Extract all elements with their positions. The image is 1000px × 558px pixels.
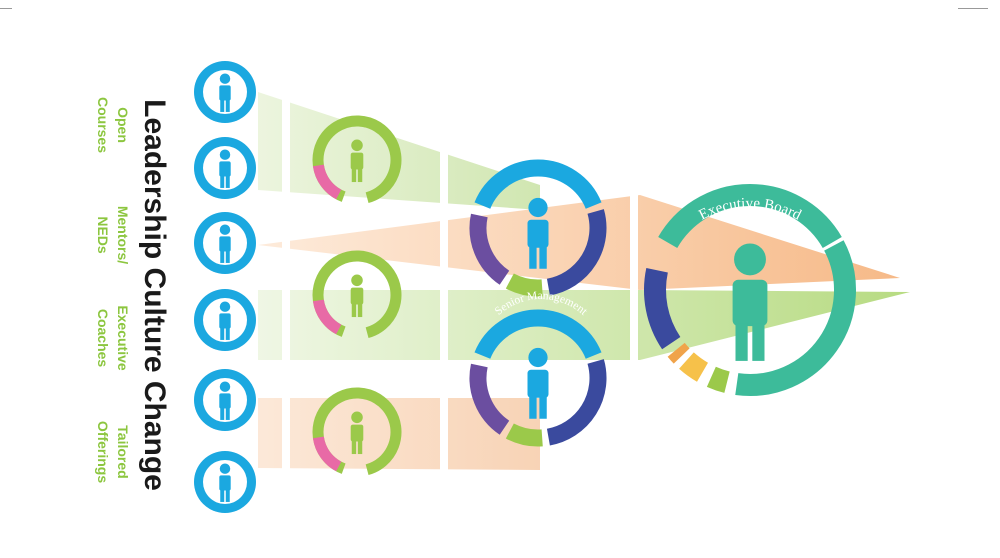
manager-node — [312, 250, 402, 338]
team-member-node — [194, 451, 256, 513]
channel-label-line2: Courses — [95, 97, 111, 153]
channel-label-line1: Executive — [115, 305, 131, 371]
team-member-node — [194, 289, 256, 351]
channel-label-line1: Tailored — [115, 425, 131, 478]
channel-label-line1: Mentors/ — [115, 206, 131, 264]
team-member-node — [194, 61, 256, 123]
manager-node — [312, 115, 402, 203]
channel-labels: Open Courses Mentors/ NEDs Executive Coa… — [95, 97, 131, 483]
team-member-node — [194, 369, 256, 431]
senior-management-node — [469, 159, 607, 297]
person-icon — [732, 243, 768, 361]
senior-management-group — [469, 159, 607, 447]
team-member-node — [194, 137, 256, 199]
level2-people — [312, 115, 402, 475]
manager-node — [312, 387, 402, 475]
senior-management-node — [469, 309, 607, 447]
diagram-title: Leadership Culture Change — [138, 99, 171, 491]
channel-label-line2: NEDs — [95, 216, 111, 254]
channel-label-line2: Offerings — [95, 421, 111, 483]
executive-board-node — [644, 184, 856, 396]
team-member-node — [194, 212, 256, 274]
channel-label-line2: Coaches — [95, 309, 111, 368]
channel-label-line1: Open — [115, 107, 131, 143]
crop-mark — [958, 8, 988, 9]
executive-board-group — [644, 184, 856, 396]
crop-mark — [0, 8, 12, 9]
level1-people — [194, 61, 256, 513]
